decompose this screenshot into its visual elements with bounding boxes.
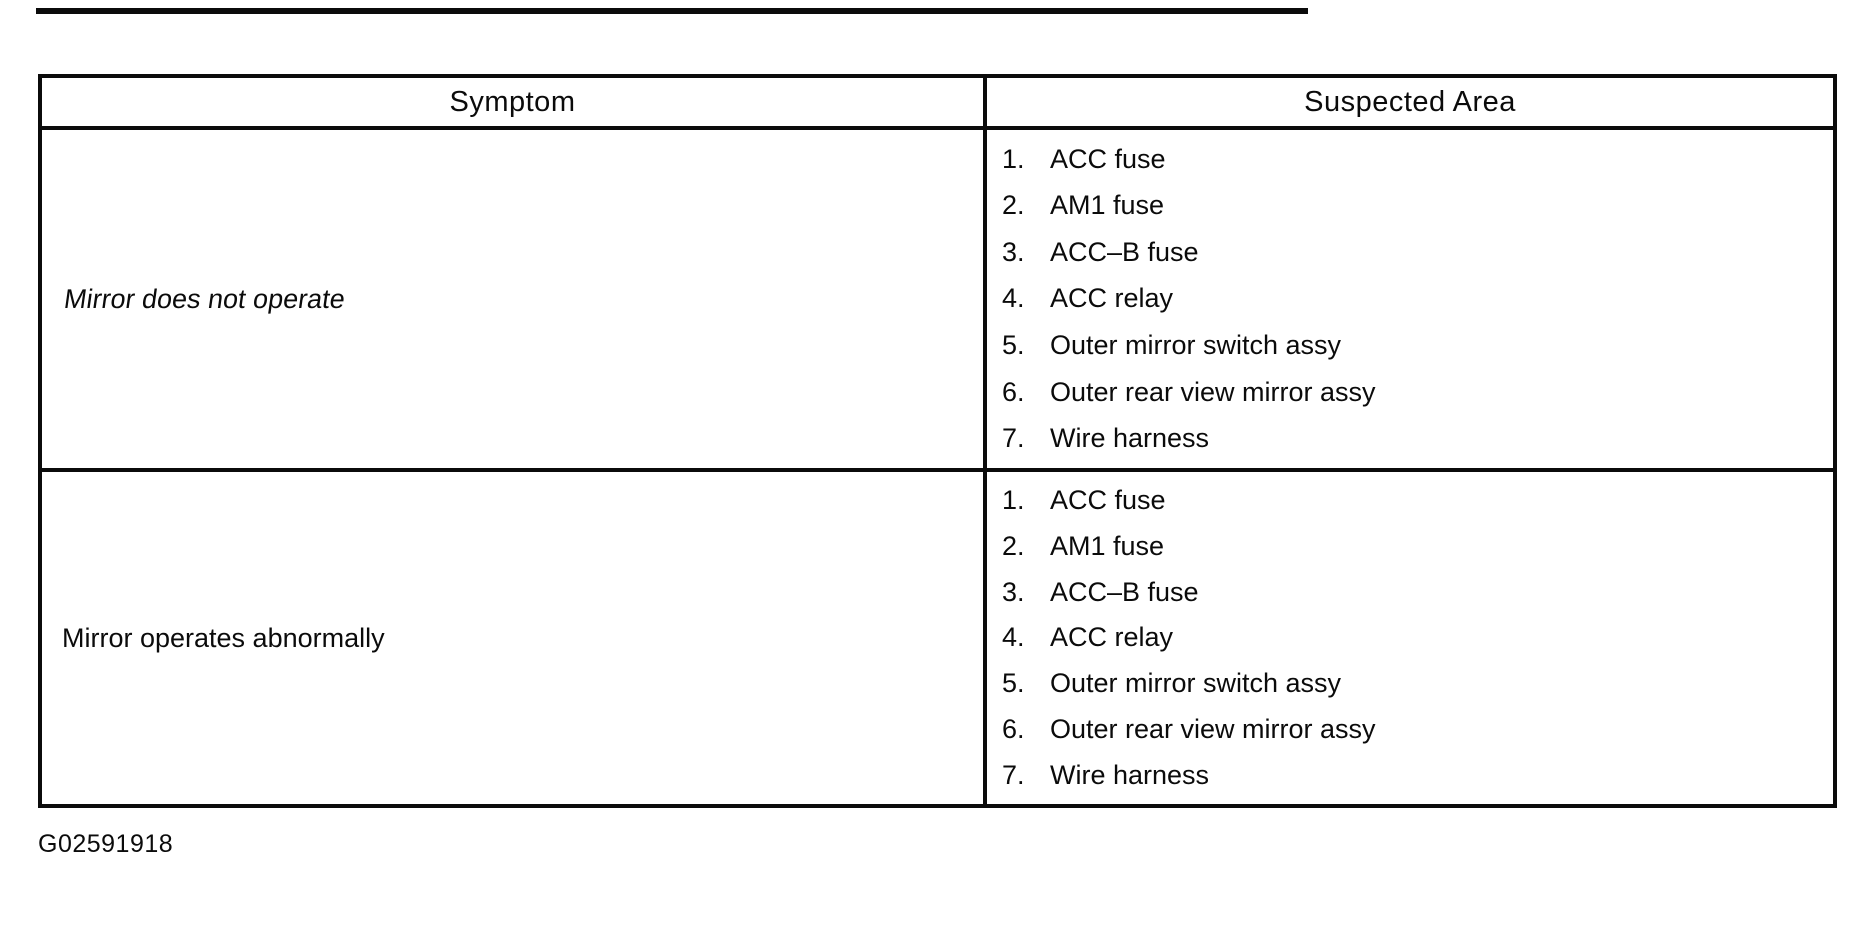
list-item: 1. ACC fuse	[1002, 144, 1823, 175]
list-item: 5. Outer mirror switch assy	[1002, 668, 1823, 699]
item-label: ACC fuse	[1050, 143, 1166, 174]
list-item: 4. ACC relay	[1002, 283, 1823, 314]
list-item: 2. AM1 fuse	[1002, 190, 1823, 221]
item-number: 6.	[1002, 713, 1025, 744]
item-label: ACC–B fuse	[1050, 236, 1199, 267]
suspected-area-list-row2: 1. ACC fuse 2. AM1 fuse 3. ACC–B fuse 4.…	[987, 472, 1833, 804]
figure-code: G02591918	[38, 830, 174, 858]
list-item: 2. AM1 fuse	[1002, 531, 1823, 562]
item-label: Outer rear view mirror assy	[1050, 376, 1376, 407]
item-label: Outer rear view mirror assy	[1050, 713, 1376, 744]
column-header-suspected-area: Suspected Area	[987, 78, 1833, 130]
item-number: 1.	[1002, 143, 1025, 174]
item-number: 4.	[1002, 283, 1025, 314]
column-header-symptom: Symptom	[42, 78, 987, 130]
item-number: 3.	[1002, 576, 1025, 607]
item-number: 2.	[1002, 531, 1025, 562]
suspected-area-list-row1: 1. ACC fuse 2. AM1 fuse 3. ACC–B fuse 4.…	[987, 130, 1833, 472]
list-item: 6. Outer rear view mirror assy	[1002, 714, 1823, 745]
item-label: Outer mirror switch assy	[1050, 330, 1342, 361]
item-label: Wire harness	[1050, 423, 1210, 454]
item-number: 2.	[1002, 190, 1025, 221]
symptom-cell-row1: Mirror does not operate	[42, 130, 987, 472]
item-label: ACC–B fuse	[1050, 576, 1199, 607]
item-number: 7.	[1002, 423, 1025, 454]
list-item: 7. Wire harness	[1002, 423, 1823, 454]
list-item: 3. ACC–B fuse	[1002, 237, 1823, 268]
item-label: Wire harness	[1050, 759, 1210, 790]
list-item: 1. ACC fuse	[1002, 485, 1823, 516]
item-number: 6.	[1002, 376, 1025, 407]
item-number: 4.	[1002, 622, 1025, 653]
symptom-text: Mirror does not operate	[62, 283, 347, 314]
symptom-text: Mirror operates abnormally	[62, 622, 385, 653]
list-item: 5. Outer mirror switch assy	[1002, 330, 1823, 361]
item-label: AM1 fuse	[1050, 531, 1165, 562]
item-label: ACC relay	[1050, 622, 1174, 653]
symptom-diagnosis-table: Symptom Suspected Area Mirror does not o…	[38, 74, 1837, 808]
item-number: 3.	[1002, 236, 1025, 267]
list-item: 4. ACC relay	[1002, 622, 1823, 653]
item-label: AM1 fuse	[1050, 190, 1165, 221]
item-label: ACC fuse	[1050, 485, 1166, 516]
item-number: 1.	[1002, 485, 1025, 516]
scan-artifact-rule	[36, 8, 1308, 14]
item-number: 5.	[1002, 668, 1025, 699]
item-label: Outer mirror switch assy	[1050, 668, 1342, 699]
item-number: 7.	[1002, 759, 1025, 790]
list-item: 6. Outer rear view mirror assy	[1002, 377, 1823, 408]
item-number: 5.	[1002, 330, 1025, 361]
item-label: ACC relay	[1050, 283, 1174, 314]
symptom-cell-row2: Mirror operates abnormally	[42, 472, 987, 804]
list-item: 7. Wire harness	[1002, 760, 1823, 791]
list-item: 3. ACC–B fuse	[1002, 577, 1823, 608]
